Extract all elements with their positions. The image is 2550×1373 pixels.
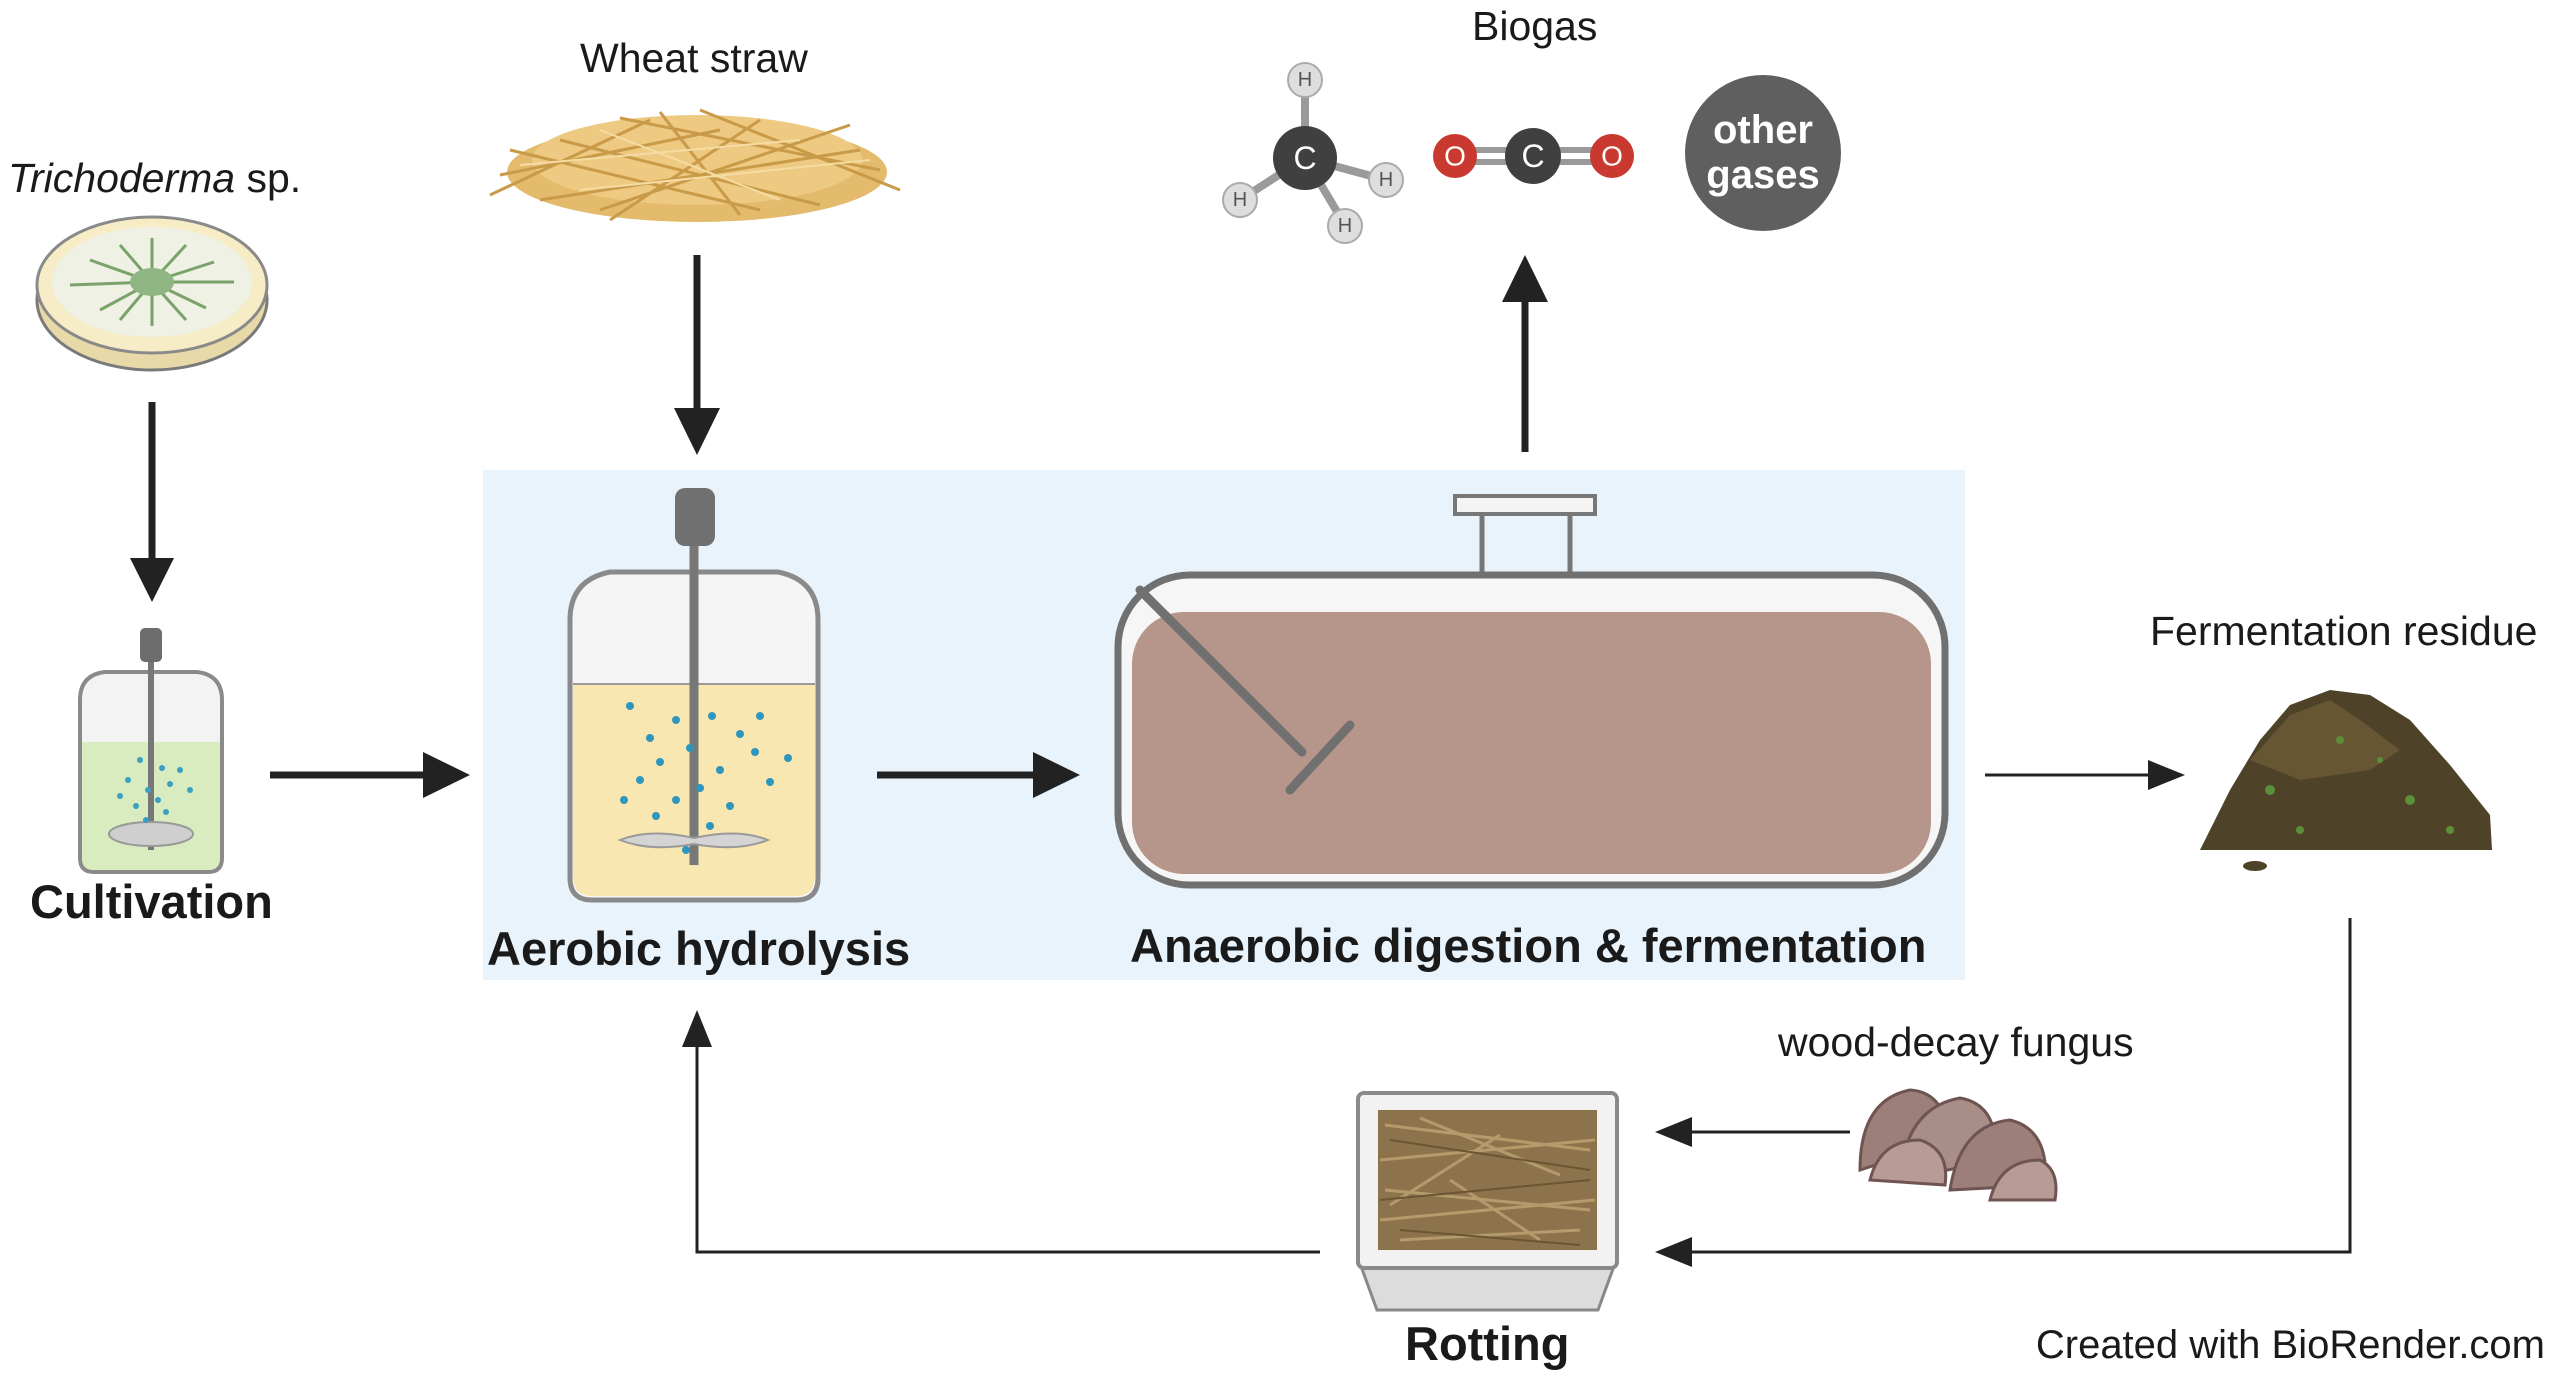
credit-text: Created with BioRender.com (2036, 1323, 2545, 1367)
arrow-residue-to-rotting (1655, 918, 2352, 1267)
anaerobic-label: Anaerobic digestion & fermentation (1130, 919, 1926, 972)
methane-molecule-icon: C H H H H (1222, 62, 1404, 244)
methane-h4-label: H (1338, 215, 1352, 237)
wheat-straw-icon (489, 108, 901, 222)
arrow-petri-to-cultivation (130, 402, 174, 602)
arrow-hydrolysis-to-digester (877, 752, 1080, 798)
other-gases-icon: other gases (1685, 75, 1841, 231)
rotting-tray-icon (1355, 1091, 1620, 1312)
co2-o1-label: O (1444, 141, 1466, 172)
aerobic-bioreactor-icon (567, 488, 821, 903)
co2-molecule-icon: O C O (1433, 128, 1634, 184)
biogas-label: Biogas (1472, 3, 1597, 49)
methane-h3-label: H (1379, 169, 1393, 191)
arrow-digester-to-residue (1985, 760, 2185, 790)
other-gases-line1: other (1713, 108, 1813, 152)
residue-pile-icon (2200, 690, 2492, 871)
arrow-fungus-to-rotting (1655, 1117, 1850, 1147)
arrow-rotting-to-hydrolysis (682, 1010, 1320, 1254)
methane-h2-label: H (1233, 189, 1247, 211)
cultivation-label: Cultivation (30, 875, 273, 928)
methane-h1-label: H (1298, 69, 1312, 91)
aerobic-hydrolysis-label: Aerobic hydrolysis (487, 922, 910, 975)
arrow-straw-to-hydrolysis (674, 255, 720, 455)
wood-decay-fungus-label: wood-decay fungus (1777, 1019, 2134, 1065)
trichoderma-label: Trichoderma sp. (8, 155, 301, 201)
co2-c-label: C (1521, 138, 1544, 174)
arrow-cultivation-to-hydrolysis (270, 752, 470, 798)
fermentation-residue-label: Fermentation residue (2150, 608, 2537, 654)
trichoderma-petri-dish-icon (35, 215, 269, 372)
other-gases-line2: gases (1706, 153, 1819, 197)
rotting-label: Rotting (1405, 1317, 1569, 1370)
fungus-icon (1858, 1088, 2058, 1202)
digester-tank-icon (1114, 494, 1949, 889)
wheat-straw-label: Wheat straw (580, 35, 808, 81)
arrow-digester-to-biogas (1502, 255, 1548, 452)
cultivation-bioreactor-icon (78, 628, 224, 874)
co2-o2-label: O (1601, 141, 1623, 172)
methane-carbon-label: C (1293, 140, 1316, 176)
